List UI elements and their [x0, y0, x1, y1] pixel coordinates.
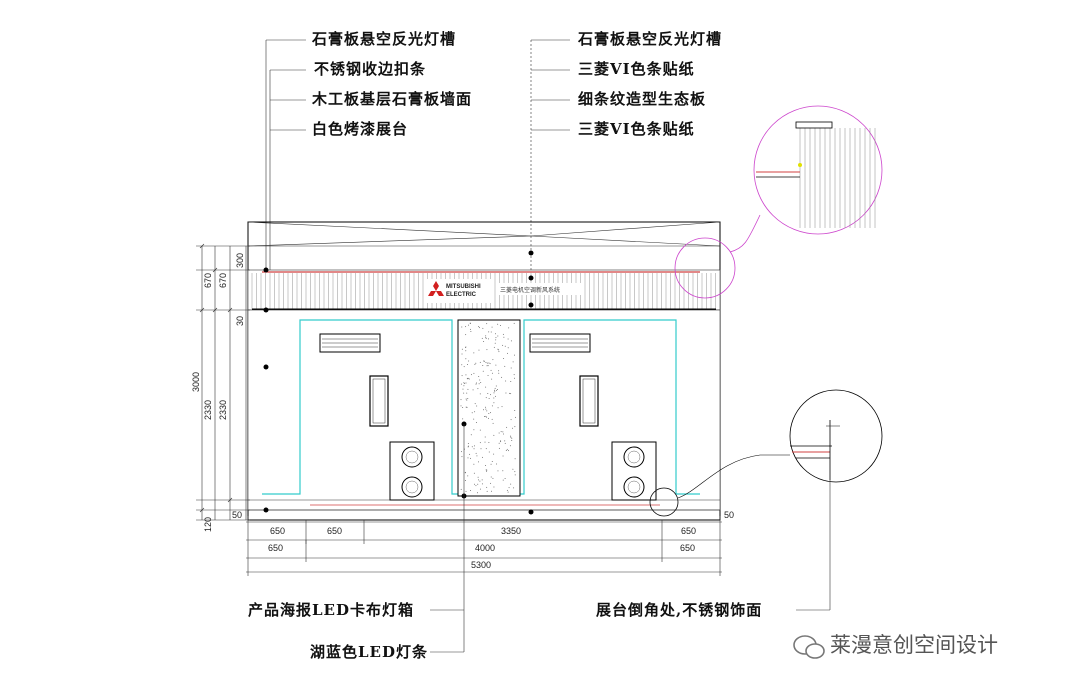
dim-v-300: 300: [235, 253, 245, 268]
label-gypsum-light-trough-left: 石膏板悬空反光灯槽: [311, 30, 456, 48]
header-band: MITSUBISHI ELECTRIC 三菱电机空调新风系统: [247, 269, 721, 312]
brand-logo-line2: ELECTRIC: [446, 292, 477, 298]
led-strip-left: [262, 319, 458, 495]
dim-v-2330-b: 2330: [218, 400, 228, 420]
label-gypsum-light-trough-right: 石膏板悬空反光灯槽: [577, 30, 722, 48]
watermark: 莱漫意创空间设计: [793, 633, 998, 659]
dim-h-650-b: 650: [327, 526, 342, 536]
horizontal-dim-texts: 650 650 3350 650 650 4000 650 5300 50: [268, 510, 734, 570]
top-labels-right: 石膏板悬空反光灯槽 三菱VI色条贴纸 细条纹造型生态板 三菱VI色条贴纸: [577, 30, 722, 138]
label-vi-stripe-sticker-1: 三菱VI色条贴纸: [578, 60, 695, 78]
label-striped-eco-board: 细条纹造型生态板: [578, 90, 706, 108]
vertical-dimensions: [196, 243, 250, 521]
vertical-dim-texts: 670 670 3000 2330 2330 120 300 30 50: [191, 253, 245, 532]
wechat-icon: [793, 635, 825, 659]
watermark-text: 莱漫意创空间设计: [830, 633, 998, 657]
lightbox-texture: [460, 322, 516, 494]
label-plywood-gypsum-wall: 木工板基层石膏板墙面: [311, 90, 472, 108]
horizontal-dimensions: [246, 516, 722, 576]
label-white-lacquer-counter: 白色烤漆展台: [312, 120, 408, 138]
dim-h-50-right: 50: [724, 510, 734, 520]
label-stainless-edge-strip: 不锈钢收边扣条: [314, 60, 426, 78]
brand-logo-line1: MITSUBISHI: [446, 284, 481, 290]
dim-v-670-a: 670: [203, 273, 213, 288]
dim-v-120: 120: [203, 517, 213, 532]
dim-h-5300: 5300: [471, 560, 491, 570]
dim-h-650-c: 650: [681, 526, 696, 536]
dim-h-650-a: 650: [270, 526, 285, 536]
dim-h-650-d: 650: [268, 543, 283, 553]
dim-v-30: 30: [235, 316, 245, 326]
dim-h-650-e: 650: [680, 543, 695, 553]
label-counter-chamfer-stainless: 展台倒角处,不锈钢饰面: [596, 601, 762, 619]
display-unit-right: [529, 333, 657, 501]
dim-h-4000: 4000: [475, 543, 495, 553]
top-labels-left: 石膏板悬空反光灯槽 不锈钢收边扣条 木工板基层石膏板墙面 白色烤漆展台: [311, 30, 472, 138]
dim-v-2330-a: 2330: [203, 400, 213, 420]
callout-top-right: [674, 105, 883, 299]
dim-v-670-b: 670: [218, 273, 228, 288]
label-poster-led-lightbox: 产品海报LED卡布灯箱: [248, 601, 414, 619]
detail-striped-board: [799, 128, 876, 228]
dim-v-50: 50: [232, 510, 242, 520]
mitsubishi-logo-icon: [428, 281, 444, 296]
leader-lines-right: [530, 39, 570, 510]
led-strip-right: [520, 319, 700, 495]
brand-slogan: 三菱电机空调新风系统: [500, 286, 560, 294]
poster-lightbox: [457, 319, 521, 497]
label-lake-blue-led-strip: 湖蓝色LED灯条: [310, 643, 428, 661]
label-vi-stripe-sticker-2: 三菱VI色条贴纸: [578, 120, 695, 138]
callout-bottom-right: [649, 389, 883, 517]
dim-v-3000: 3000: [191, 372, 201, 392]
bottom-leaders: [430, 424, 831, 653]
dim-h-3350: 3350: [501, 526, 521, 536]
led-strip-outline: [262, 319, 700, 495]
display-unit-left: [319, 333, 435, 501]
